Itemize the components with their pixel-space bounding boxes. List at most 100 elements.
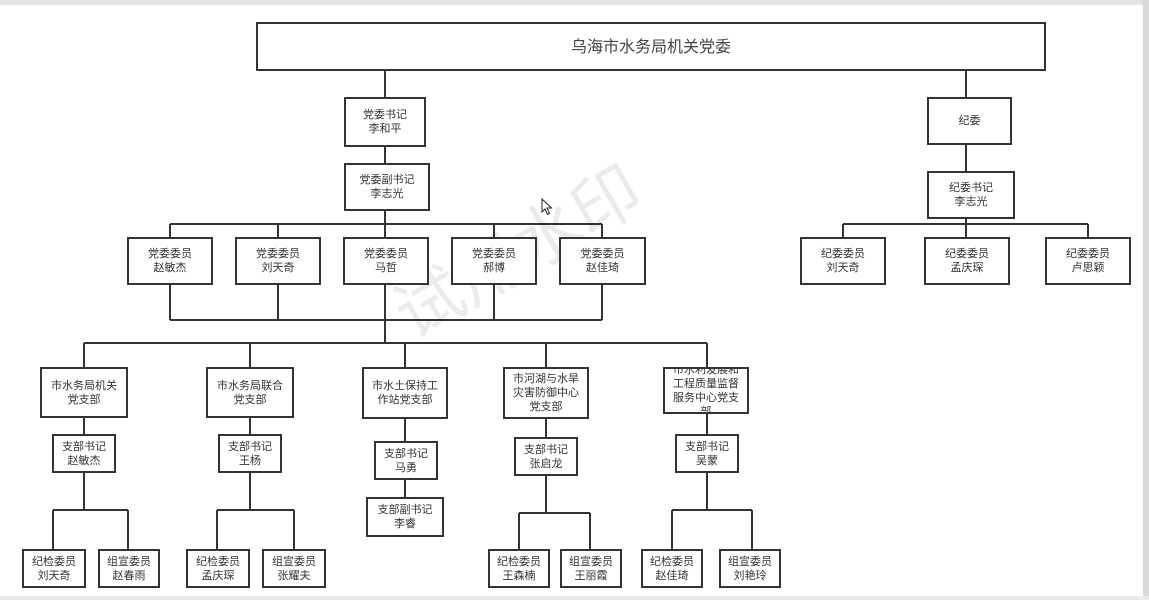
node-person: 赵春雨 (112, 568, 146, 582)
branch-member-node[interactable]: 纪检委员 刘天奇 (22, 549, 86, 588)
branch-secretary-node[interactable]: 支部书记 赵敏杰 (52, 434, 116, 473)
node-title: 党委委员 (472, 247, 516, 260)
node-title: 组宣委员 (569, 554, 613, 568)
node-person: 孟庆琛 (201, 568, 235, 582)
node-title: 纪委委员 (1066, 247, 1110, 260)
node-person: 赵佳琦 (655, 568, 689, 582)
node-title: 党委书记 (363, 108, 407, 121)
root-node[interactable]: 乌海市水务局机关党委 (256, 22, 1046, 71)
branch-name-line: 市水务局联合 (217, 378, 283, 392)
branch-member-node[interactable]: 组宣委员 王丽霞 (560, 549, 622, 588)
root-title: 乌海市水务局机关党委 (570, 36, 731, 56)
node-person: 李和平 (368, 122, 402, 135)
committee-member-node[interactable]: 党委委员 赵佳琦 (559, 237, 646, 285)
deputy-secretary-node[interactable]: 党委副书记 李志光 (344, 163, 430, 211)
discipline-committee-node[interactable]: 纪委 (927, 97, 1012, 145)
branch-name-line: 服务中心党支 (673, 390, 739, 404)
node-person: 卢思颖 (1071, 261, 1105, 274)
node-title: 支部书记 (685, 439, 729, 453)
branch-name-line: 部 (700, 404, 712, 414)
node-title: 支部副书记 (377, 503, 433, 516)
branch-node[interactable]: 市水务局机关 党支部 (40, 367, 128, 418)
committee-member-node[interactable]: 党委委员 刘天奇 (235, 237, 321, 285)
node-title: 支部书记 (228, 439, 272, 453)
node-title: 党委副书记 (359, 173, 415, 186)
branch-secretary-node[interactable]: 支部书记 马勇 (374, 441, 438, 480)
branch-secretary-node[interactable]: 支部书记 张启龙 (514, 437, 578, 476)
mouse-cursor-icon (541, 198, 553, 216)
node-person: 刘天奇 (826, 261, 860, 274)
node-title: 党委委员 (580, 247, 625, 260)
discipline-member-node[interactable]: 纪委委员 孟庆琛 (924, 237, 1010, 285)
branch-member-node[interactable]: 组宣委员 赵春雨 (98, 549, 160, 588)
node-title: 党委委员 (148, 247, 192, 260)
branch-name-line: 工程质量监督 (673, 376, 739, 390)
node-title: 组宣委员 (272, 554, 316, 568)
branch-name-line: 灾害防御中心 (513, 386, 579, 399)
branch-secretary-node[interactable]: 支部书记 王杨 (218, 434, 282, 473)
branch-member-node[interactable]: 纪检委员 孟庆琛 (186, 549, 250, 588)
node-person: 李睿 (394, 517, 416, 530)
node-person: 刘天奇 (37, 568, 71, 582)
node-person: 赵敏杰 (67, 453, 101, 467)
node-person: 赵敏杰 (153, 261, 187, 274)
node-title: 党委委员 (364, 247, 408, 260)
node-title: 纪委 (958, 114, 981, 127)
secretary-node[interactable]: 党委书记 李和平 (344, 97, 426, 147)
connector-line (169, 285, 603, 320)
committee-member-node[interactable]: 党委委员 郝博 (451, 237, 537, 285)
node-person: 刘天奇 (261, 261, 295, 274)
branch-name-line: 党支部 (233, 392, 267, 406)
committee-member-node[interactable]: 党委委员 赵敏杰 (127, 237, 213, 285)
node-title: 纪检委员 (196, 554, 240, 568)
branch-node[interactable]: 市河湖与水旱 灾害防御中心 党支部 (503, 367, 589, 419)
branch-deputy-secretary-node[interactable]: 支部副书记 李睿 (366, 497, 444, 537)
node-person: 赵佳琦 (586, 261, 619, 274)
branch-member-node[interactable]: 纪检委员 王森楠 (488, 549, 550, 588)
connector-line (671, 509, 753, 549)
branch-member-node[interactable]: 组宣委员 张耀夫 (262, 549, 326, 588)
node-title: 纪检委员 (497, 554, 541, 568)
connector-line (216, 509, 295, 549)
branch-member-node[interactable]: 组宣委员 刘艳玲 (719, 549, 781, 588)
node-person: 王杨 (239, 453, 261, 467)
connector-line (169, 224, 603, 237)
node-person: 郝博 (483, 261, 505, 274)
node-person: 王森楠 (502, 568, 536, 582)
node-title: 纪检委员 (32, 554, 76, 568)
branch-name-line: 党支部 (67, 392, 101, 406)
node-title: 纪委委员 (821, 247, 865, 260)
connector-line (518, 512, 591, 549)
branch-name-line: 作站党支部 (377, 393, 433, 406)
scrollbar-track[interactable] (1143, 0, 1149, 600)
node-person: 张耀夫 (277, 568, 311, 582)
discipline-member-node[interactable]: 纪委委员 卢思颖 (1045, 237, 1131, 285)
node-person: 吴蒙 (696, 453, 718, 467)
branch-name-line: 党支部 (529, 400, 563, 413)
node-title: 支部书记 (62, 439, 106, 453)
branch-node[interactable]: 市水务局联合 党支部 (206, 367, 294, 418)
branch-secretary-node[interactable]: 支部书记 吴蒙 (675, 434, 739, 473)
node-person: 张启龙 (529, 456, 563, 470)
branch-node[interactable]: 市水利发展和 工程质量监督 服务中心党支 部 (663, 367, 749, 414)
node-title: 组宣委员 (728, 554, 772, 568)
branch-name-line: 市河湖与水旱 (513, 372, 579, 385)
window-bottom-edge (0, 596, 1149, 600)
node-person: 马哲 (375, 261, 397, 274)
discipline-secretary-node[interactable]: 纪委书记 李志光 (927, 171, 1015, 219)
node-person: 孟庆琛 (950, 261, 984, 274)
connector-line (83, 343, 708, 367)
node-person: 李志光 (370, 187, 404, 200)
node-title: 支部书记 (524, 442, 568, 456)
node-title: 党委委员 (256, 247, 300, 260)
connector-line (842, 224, 1089, 237)
node-title: 纪委委员 (945, 247, 989, 260)
committee-member-node[interactable]: 党委委员 马哲 (343, 237, 429, 285)
node-person: 马勇 (395, 460, 417, 474)
node-person: 王丽霞 (574, 568, 608, 582)
branch-node[interactable]: 市水土保持工 作站党支部 (362, 367, 448, 419)
discipline-member-node[interactable]: 纪委委员 刘天奇 (800, 237, 886, 285)
branch-name-line: 市水务局机关 (51, 378, 117, 392)
branch-member-node[interactable]: 纪检委员 赵佳琦 (641, 549, 703, 588)
